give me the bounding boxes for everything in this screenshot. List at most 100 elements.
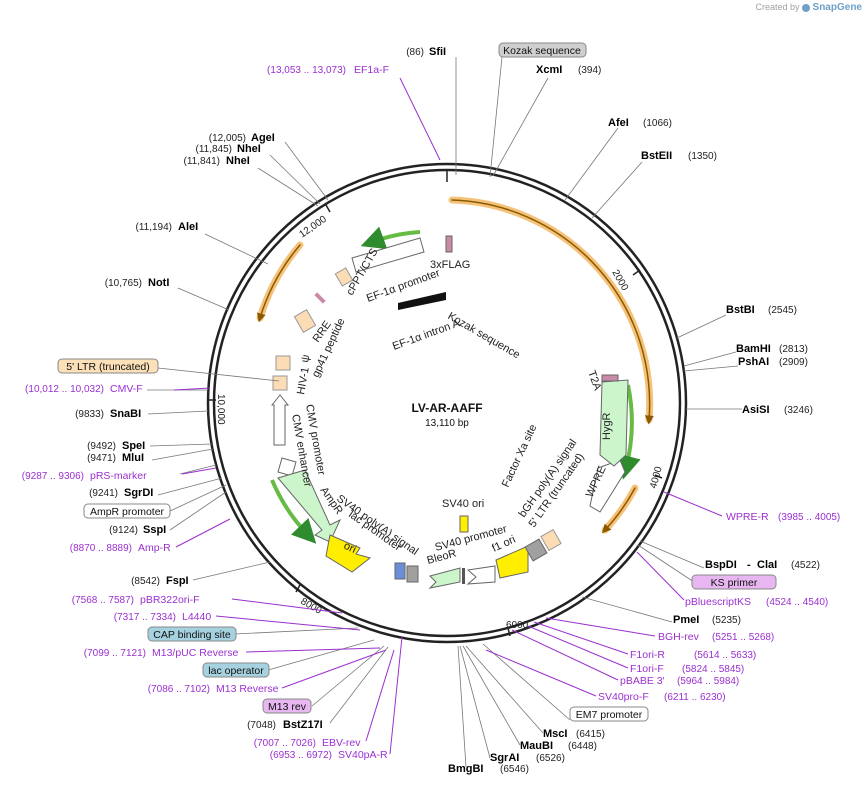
cap-badge: [147, 626, 237, 642]
feature-lac-operator: lac operator: [208, 665, 264, 677]
3xflag-shape: [445, 235, 453, 253]
leader-lines: [147, 56, 742, 768]
enzyme-mlui: MluI: [122, 452, 144, 464]
lac-promoter-shape: [394, 562, 406, 580]
leader-pshai: [683, 365, 739, 372]
feature-m13rev: M13 rev: [268, 701, 307, 713]
leader-cap: [234, 627, 359, 635]
leader-ampr-promoter: [169, 484, 227, 512]
feature-t2a: T2A: [585, 369, 603, 393]
leader-bstz17i: [329, 646, 389, 724]
enzyme-msci: MscI: [543, 728, 567, 740]
pos-bsteii: (1350): [688, 151, 717, 162]
feature-shapes: [270, 235, 629, 589]
enzyme-pshai: PshAI: [738, 356, 769, 368]
feature-cap: CAP binding site: [153, 629, 231, 641]
feature-em7: EM7 promoter: [576, 709, 643, 721]
feature-ks-primer: KS primer: [711, 577, 758, 589]
primer-pbluescript: pBluescriptKS: [685, 596, 751, 608]
feature-5ltr-outer: 5' LTR (truncated): [66, 361, 150, 373]
primer-ef1a-f: EF1a-F: [354, 64, 389, 76]
enzyme-asisi: AsiSI: [742, 404, 770, 416]
backbone-ticks: [208, 170, 663, 637]
pos-sfii: (86): [406, 47, 424, 58]
pos-bamhi: (2813): [779, 344, 808, 355]
leader-alei: [204, 233, 269, 265]
leader-bspdi: [639, 540, 705, 569]
bleor-shape: [428, 567, 461, 589]
kozak-badge: [498, 42, 587, 58]
leader-m13rev: [311, 645, 385, 707]
leader-bamhi: [683, 351, 737, 367]
cppt-shape: [334, 267, 354, 287]
feature-ampr-promoter: AmpR promoter: [90, 506, 165, 518]
primer-f1ori-f: F1ori-F: [630, 663, 664, 675]
leader-msci: [465, 645, 544, 734]
feature-sv40-ori: SV40 ori: [442, 498, 484, 510]
green-arcs: [270, 226, 641, 544]
pos-bspdi: (4522): [791, 560, 820, 571]
tick-6000: [507, 627, 511, 637]
enzyme-fspi: FspI: [166, 575, 189, 587]
tick-label-10000: 10,000: [215, 394, 226, 425]
leader-sspi: [169, 491, 227, 531]
pos-ef1a-f: (13,053 .. 13,073): [267, 65, 346, 76]
leader-bmgbi: [457, 645, 467, 768]
orange-arc-cds-arrow: [451, 199, 654, 425]
primer-f1ori-r: F1ori-R: [630, 649, 665, 661]
leader-agei: [284, 141, 329, 201]
leader-mlui: [151, 448, 214, 461]
leader-bstbi: [676, 314, 727, 339]
pos-pbr322: (7568 .. 7587): [72, 595, 134, 606]
enzyme-snabi: SnaBI: [110, 408, 141, 420]
ampr-shape: [277, 469, 342, 543]
pos-sgrai: (6526): [536, 753, 565, 764]
leader-amp-r: [175, 518, 231, 548]
leader-l4440: [215, 615, 361, 631]
leader-m13rev-p: [281, 649, 387, 689]
leader-pmei: [581, 596, 673, 623]
primer-sv40pa: SV40pA-R: [338, 749, 388, 761]
pos-pbabe: (5964 .. 5984): [677, 676, 739, 687]
enzyme-bstbi: BstBI: [726, 304, 755, 316]
enzyme-sspi: SspI: [143, 524, 166, 536]
credit-prefix: Created by: [755, 2, 800, 12]
enzyme-alei: AleI: [178, 221, 198, 233]
leader-bgh-rev: [545, 617, 656, 637]
leader-bsteii: [591, 161, 643, 219]
leader-spei: [149, 443, 213, 447]
pos-bstz17i: (7048): [247, 720, 276, 731]
pos-prs: (9287 .. 9306): [22, 471, 84, 482]
pos-f1ori-r: (5614 .. 5633): [694, 650, 756, 661]
leader-cmv-f-p: [173, 387, 211, 391]
bgh-polya-shape: [524, 538, 548, 562]
leader-nhei: [257, 167, 319, 207]
feature-3xflag: 3xFLAG: [430, 259, 470, 271]
leader-pbr322: [231, 598, 343, 614]
sv40-promoter-shape: [466, 565, 496, 585]
ori-shape: [325, 534, 372, 573]
primer-wpre-r: WPRE-R: [726, 511, 769, 523]
enzyme-xcmi: XcmI: [536, 64, 562, 76]
tick-label-6000: 6000: [506, 620, 529, 631]
primer-pbr322: pBR322ori-F: [140, 594, 200, 606]
ltr-badge: [57, 358, 159, 374]
enzyme-nhei: NheI: [226, 155, 250, 167]
primer-cmv-f: CMV-F: [110, 383, 143, 395]
leader-sgrai: [459, 645, 491, 759]
leader-kozak: [489, 56, 503, 178]
hiv-shape: [272, 375, 288, 391]
feature-ef1a-intron: EF-1α intron A: [391, 317, 462, 353]
enzyme-pmei: PmeI: [673, 614, 699, 626]
tick-label-12000: 12,000: [297, 214, 329, 241]
enzyme-sfii: SfiI: [429, 46, 446, 58]
feature-hiv1: HIV-1: [295, 366, 312, 395]
pos-xcmi: (394): [578, 65, 601, 76]
tick-2000: [632, 269, 641, 276]
leader-ebv: [365, 649, 395, 742]
ef1a-intron-shape: [398, 292, 446, 310]
enzyme-clai-dash: -: [747, 559, 751, 571]
primer-m13reverse: M13 Reverse: [216, 683, 279, 695]
sv40-ori-shape: [459, 515, 469, 533]
pos-l4440: (7317 .. 7334): [114, 612, 176, 623]
